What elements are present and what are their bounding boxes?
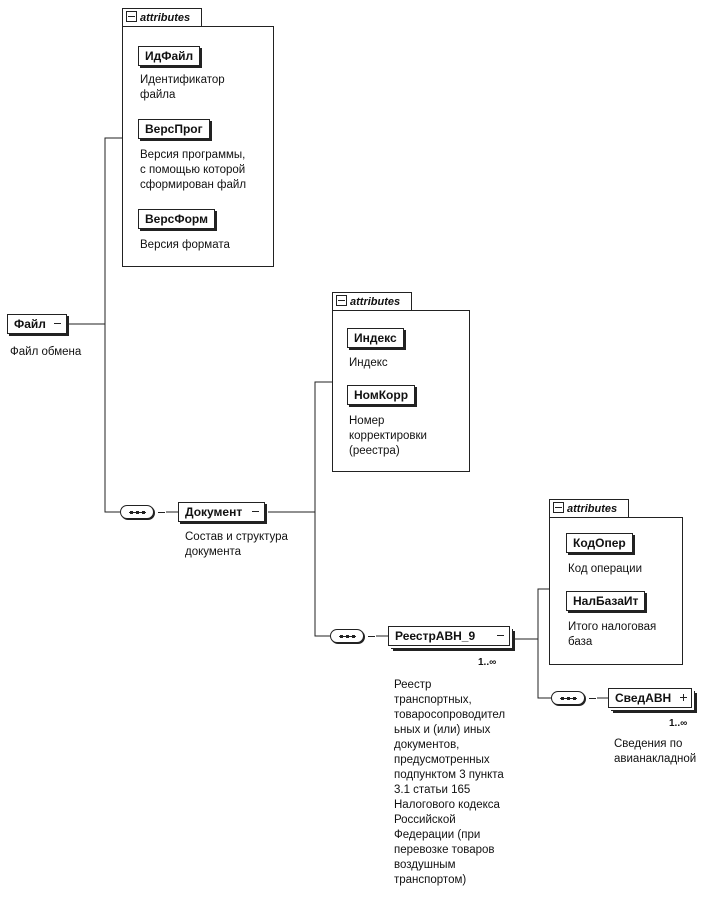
collapse-icon[interactable] xyxy=(553,502,564,513)
attr-kodoper[interactable]: КодОпер xyxy=(566,533,633,553)
attributes-title: attributes xyxy=(350,296,401,308)
document-attributes-tab: attributes xyxy=(332,292,412,310)
sved-label: СведАВН xyxy=(615,691,672,705)
attr-index[interactable]: Индекс xyxy=(347,328,404,348)
attr-versprog[interactable]: ВерсПрог xyxy=(138,119,210,139)
collapse-icon[interactable] xyxy=(336,295,347,306)
attributes-title: attributes xyxy=(140,12,191,24)
document-element[interactable]: Документ xyxy=(178,502,266,522)
collapse-icon[interactable] xyxy=(367,632,376,641)
root-desc: Файл обмена xyxy=(10,346,82,358)
sved-multiplicity: 1..∞ xyxy=(669,718,688,729)
sequence-icon[interactable] xyxy=(551,691,585,705)
collapse-icon[interactable] xyxy=(157,508,166,517)
expand-icon[interactable] xyxy=(679,693,689,702)
collapse-icon[interactable] xyxy=(126,11,137,22)
attr-index-desc: Индекс xyxy=(349,357,388,369)
attr-versform-desc: Версия формата xyxy=(140,239,230,251)
attr-nomkorr[interactable]: НомКорр xyxy=(347,385,416,405)
sequence-icon[interactable] xyxy=(120,505,154,519)
file-attributes-tab: attributes xyxy=(122,8,202,26)
root-element[interactable]: Файл xyxy=(7,314,67,334)
collapse-icon[interactable] xyxy=(251,507,261,516)
attr-idfile[interactable]: ИдФайл xyxy=(138,46,201,66)
registry-multiplicity: 1..∞ xyxy=(478,657,497,668)
sved-element[interactable]: СведАВН xyxy=(608,688,693,708)
registry-label: РеестрАВН_9 xyxy=(395,629,476,643)
attributes-title: attributes xyxy=(567,503,618,515)
root-label: Файл xyxy=(14,317,46,331)
attr-kodoper-desc: Код операции xyxy=(568,563,642,575)
collapse-icon[interactable] xyxy=(496,631,505,640)
document-label: Документ xyxy=(185,505,243,519)
attr-nalbazait[interactable]: НалБазаИт xyxy=(566,591,646,611)
attr-versform[interactable]: ВерсФорм xyxy=(138,209,215,229)
registry-attributes-tab: attributes xyxy=(549,499,629,517)
registry-element[interactable]: РеестрАВН_9 xyxy=(388,626,510,646)
sequence-icon[interactable] xyxy=(330,629,364,643)
collapse-icon[interactable] xyxy=(588,694,597,703)
collapse-icon[interactable] xyxy=(52,319,62,328)
